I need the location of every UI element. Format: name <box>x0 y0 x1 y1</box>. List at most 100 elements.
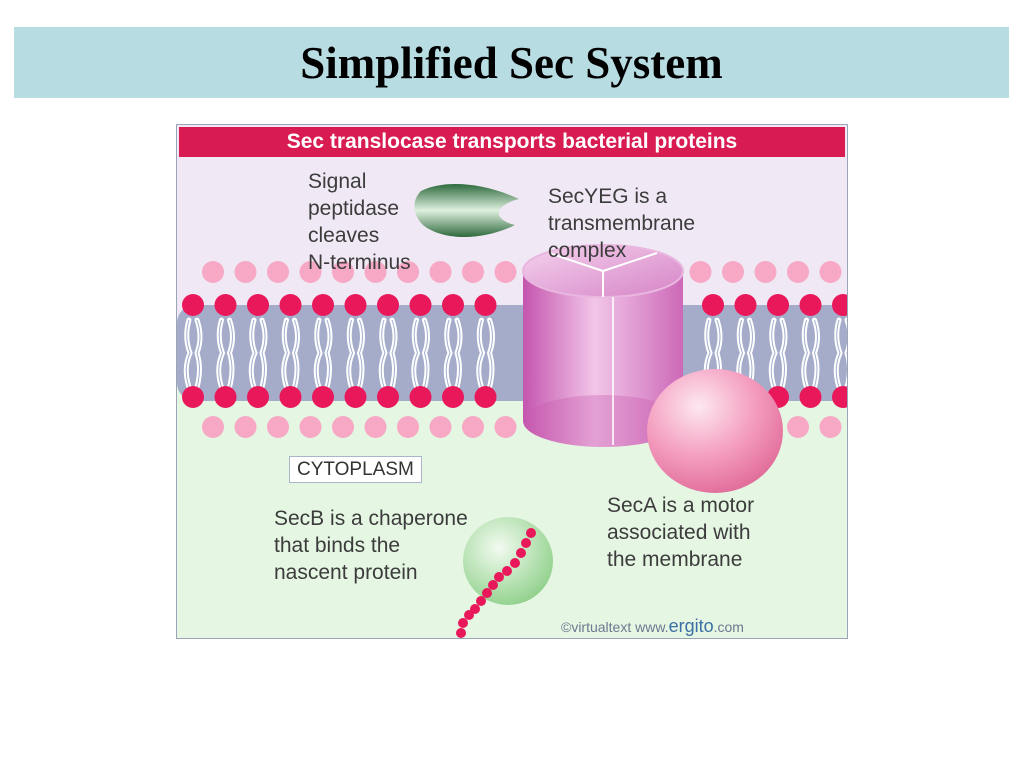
protein-bead <box>516 548 526 558</box>
lipid-head <box>462 261 484 283</box>
protein-bead <box>458 618 468 628</box>
lipid-head <box>299 416 322 438</box>
lipid-head <box>397 261 419 283</box>
label-line: SecYEG is a <box>548 185 668 208</box>
secb-label: SecB is a chaperone that binds the nasce… <box>274 505 468 586</box>
lipid-head <box>462 416 484 438</box>
lipid-tail-outline <box>315 319 331 388</box>
lipid-head <box>754 261 777 283</box>
lipid-head <box>474 386 497 408</box>
lipid-head <box>442 386 464 408</box>
secyeg-label: SecYEG is a transmembrane complex <box>548 183 695 264</box>
lipid-tail-outline <box>185 319 201 388</box>
credit-line: ©virtualtext www.ergito.com <box>561 616 744 637</box>
lipid-head <box>429 416 452 438</box>
protein-bead <box>502 566 512 576</box>
protein-bead <box>494 572 504 582</box>
lipid-head <box>409 386 432 408</box>
credit-brand: ergito <box>668 616 714 636</box>
lipid-head <box>234 416 257 438</box>
lipid-head <box>819 261 842 283</box>
lipid-head <box>247 386 269 408</box>
sec-diagram: Sec translocase transports bacterial pro… <box>176 124 848 639</box>
protein-bead <box>456 628 466 638</box>
lipid-head <box>832 386 847 408</box>
protein-bead <box>521 538 531 548</box>
protein-bead <box>482 588 492 598</box>
title-band: Simplified Sec System <box>14 27 1009 98</box>
lipid-head <box>247 294 269 316</box>
lipid-head <box>702 294 724 316</box>
lipid-head <box>182 386 204 408</box>
lipid-tail-outline <box>348 319 363 388</box>
lipid-head <box>312 386 334 408</box>
lipid-head <box>312 294 334 316</box>
lipid-head <box>397 416 419 438</box>
secb-chaperone <box>463 517 553 605</box>
label-line: SecA is a motor <box>607 494 755 517</box>
signal-peptidase-label: Signal peptidase cleaves N-terminus <box>308 168 411 276</box>
lipid-head <box>429 261 452 283</box>
lipid-tails <box>183 317 847 390</box>
label-line: SecB is a chaperone <box>274 507 468 530</box>
lipid-head <box>787 261 809 283</box>
credit-prefix: ©virtualtext www. <box>561 619 669 635</box>
figure-banner: Sec translocase transports bacterial pro… <box>179 127 845 157</box>
lipid-head <box>182 294 204 316</box>
lipid-head <box>364 416 387 438</box>
label-line: associated with <box>607 521 751 544</box>
lipid-head <box>722 261 744 283</box>
protein-bead <box>476 596 486 606</box>
lipid-head <box>202 261 224 283</box>
lipid-tail-outline <box>283 319 298 388</box>
lipid-tail-outline <box>835 319 847 388</box>
nascent-protein-chain <box>456 528 536 638</box>
protein-bead <box>526 528 536 538</box>
lipid-head <box>279 294 302 316</box>
lipid-heads-bottom <box>182 386 847 408</box>
lipid-head <box>299 261 322 283</box>
lipid-head <box>474 294 497 316</box>
lipid-head <box>767 294 789 316</box>
lipid-tail-outline <box>770 319 786 388</box>
label-line: transmembrane <box>548 212 696 235</box>
label-line: that binds the <box>274 534 401 557</box>
label-line: Signal <box>308 170 367 193</box>
lipid-head <box>799 386 822 408</box>
lipid-head <box>734 294 757 316</box>
credit-suffix: .com <box>713 619 744 635</box>
diagram-canvas <box>177 125 847 638</box>
cytoplasm-label: CYTOPLASM <box>289 456 422 483</box>
lipid-head <box>832 294 847 316</box>
lipid-tail-outline <box>478 319 493 388</box>
label-line: peptidase <box>308 197 400 220</box>
seca-motor <box>647 369 783 493</box>
lipid-head <box>202 416 224 438</box>
lipid-tail-outline <box>250 319 266 388</box>
lipid-head <box>799 294 822 316</box>
lipid-head <box>689 261 712 283</box>
lipid-head <box>214 386 237 408</box>
lipid-head <box>494 416 517 438</box>
label-line: nascent protein <box>274 561 418 584</box>
label-line: the membrane <box>607 548 743 571</box>
lipid-tail-outline <box>218 319 233 388</box>
lipid-head <box>494 261 517 283</box>
lipid-tail-outline <box>803 319 818 388</box>
lipid-head <box>267 416 289 438</box>
lipid-head <box>787 416 809 438</box>
slide-title: Simplified Sec System <box>300 37 723 88</box>
label-line: cleaves <box>308 224 380 247</box>
label-line: complex <box>548 239 627 262</box>
lipid-head <box>214 294 237 316</box>
lipid-head <box>377 294 399 316</box>
secyeg-channel <box>522 244 684 447</box>
lipid-heads-top <box>182 294 847 316</box>
lipid-head <box>279 386 302 408</box>
lipid-head <box>332 261 354 283</box>
lipid-head <box>332 416 354 438</box>
lipid-head <box>267 261 289 283</box>
seca-label: SecA is a motor associated with the memb… <box>607 492 754 573</box>
lipid-tail-outline <box>445 319 461 388</box>
lipid-head <box>344 294 367 316</box>
